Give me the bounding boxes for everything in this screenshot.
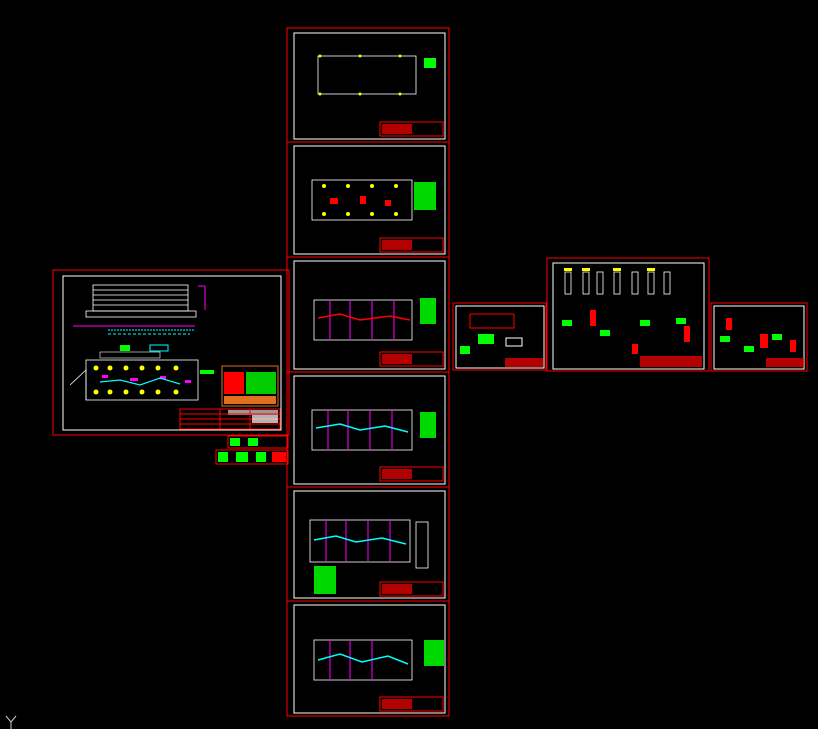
sheet-floor-plan-1[interactable] xyxy=(286,141,450,258)
sheet-floor-plan-4[interactable] xyxy=(286,486,450,602)
title-block xyxy=(179,408,281,430)
section-view xyxy=(73,325,195,359)
symbol-legend xyxy=(215,435,289,465)
legend-table xyxy=(221,365,279,415)
sheet-foundation-plan[interactable] xyxy=(286,27,450,143)
sheet-floor-plan-2[interactable] xyxy=(286,256,450,373)
sheet-detail-2[interactable] xyxy=(546,257,710,372)
sheet-roof-plan[interactable] xyxy=(286,600,450,717)
ucs-icon xyxy=(5,715,17,729)
sheet-overview-plan[interactable] xyxy=(52,269,290,436)
overview-floor-plan xyxy=(69,359,214,401)
sheet-detail-1[interactable] xyxy=(452,302,547,371)
sheet-detail-3[interactable] xyxy=(710,302,808,372)
building-elevation xyxy=(85,284,197,318)
